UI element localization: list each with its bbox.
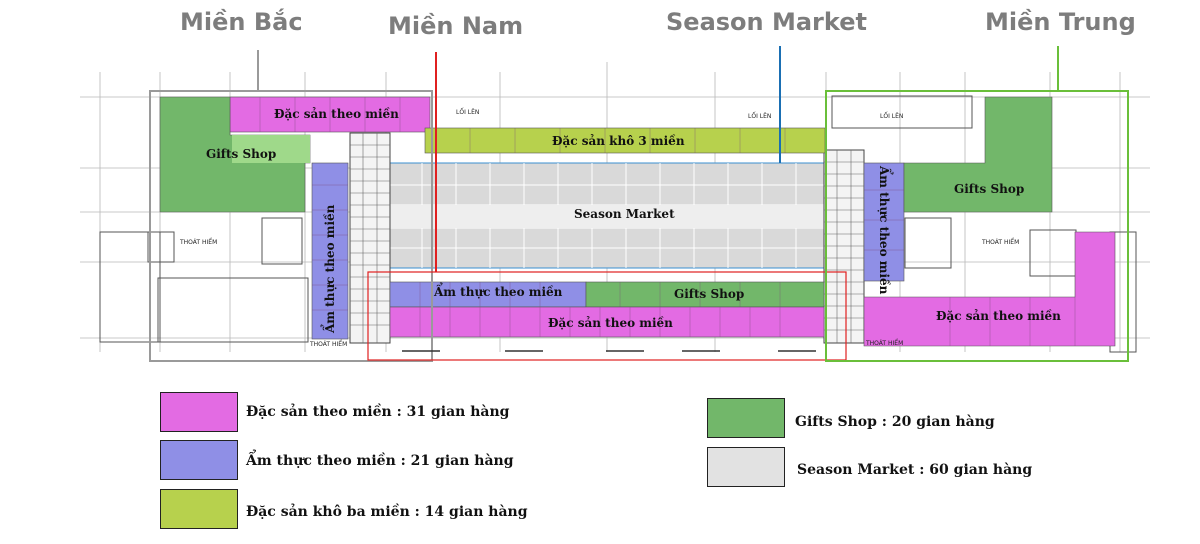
left-wing-walls <box>99 217 309 343</box>
am-thuc-left-zone <box>311 162 349 340</box>
plan-label-loi-len-1: LỐI LÊN <box>456 108 479 116</box>
gifts-shop-bottom-zone <box>585 281 825 308</box>
label-dac-san-top: Đặc sản theo miền <box>274 106 399 121</box>
label-season-market: Season Market <box>574 207 675 221</box>
region-title-central: Miền Trung <box>985 8 1136 36</box>
legend-swatch-dac-san <box>160 392 238 432</box>
plan-label-thoat-hiem-3: THOÁT HIỂM <box>981 238 1019 246</box>
plan-label-thoat-hiem-1: THOÁT HIỂM <box>179 238 217 246</box>
am-thuc-right-zone <box>863 162 905 282</box>
legend-swatch-am-thuc <box>160 440 238 480</box>
legend-label-dac-san: Đặc sản theo miền : 31 gian hàng <box>246 404 510 420</box>
floor-plan-map: LỐI LÊN LỐI LÊN LỐI LÊN THOÁT HIỂM THOÁT… <box>80 46 1150 362</box>
label-dac-san-bottom: Đặc sản theo miền <box>548 315 673 330</box>
legend-label-gifts-shop: Gifts Shop : 20 gian hàng <box>795 414 995 430</box>
gifts-shop-right-zone <box>903 96 1053 213</box>
label-am-thuc-left: Ẩm thực theo miền <box>319 204 337 334</box>
region-title-north: Miền Bắc <box>180 8 303 36</box>
legend-swatch-gifts-shop <box>707 398 785 438</box>
dac-san-kho-zone <box>424 127 826 154</box>
dac-san-bottom-zone <box>389 306 825 338</box>
north-region-outline <box>149 90 433 362</box>
central-region-outline <box>825 90 1129 362</box>
plan-label-loi-len-3: LỐI LÊN <box>880 112 903 120</box>
label-am-thuc-right: Ẩm thực theo miền <box>877 165 895 295</box>
region-title-season-market: Season Market <box>666 8 867 36</box>
am-thuc-bottom-zone <box>389 281 587 308</box>
label-am-thuc-bottom: Ẩm thực theo miền <box>433 281 563 299</box>
legend-swatch-season-market <box>707 447 785 487</box>
legend-label-am-thuc: Ẩm thực theo miền : 21 gian hàng <box>246 453 514 469</box>
label-dac-san-kho: Đặc sản khô 3 miền <box>552 133 685 148</box>
region-title-south: Miền Nam <box>388 12 524 40</box>
stall-dividers <box>259 97 1076 346</box>
legend-label-dac-san-kho: Đặc sản khô ba miền : 14 gian hàng <box>246 504 528 520</box>
brick-column-left <box>349 132 391 344</box>
legend-label-season-market: Season Market : 60 gian hàng <box>797 462 1033 478</box>
plan-label-thoat-hiem-2: THOÁT HIỂM <box>309 340 347 348</box>
plan-label-loi-len-2: LỐI LÊN <box>748 112 771 120</box>
legend-swatch-dac-san-kho <box>160 489 238 529</box>
label-gifts-shop-left: Gifts Shop <box>206 147 276 161</box>
label-gifts-shop-bottom: Gifts Shop <box>674 287 744 301</box>
label-dac-san-right: Đặc sản theo miền <box>936 308 1061 323</box>
gifts-shop-left-light <box>232 135 310 163</box>
label-gifts-shop-right: Gifts Shop <box>954 182 1024 196</box>
season-market-aisle <box>388 205 824 228</box>
brick-column-right <box>823 149 865 344</box>
south-region-outline <box>367 271 847 361</box>
plan-label-thoat-hiem-4: THOÁT HIỂM <box>865 339 903 347</box>
